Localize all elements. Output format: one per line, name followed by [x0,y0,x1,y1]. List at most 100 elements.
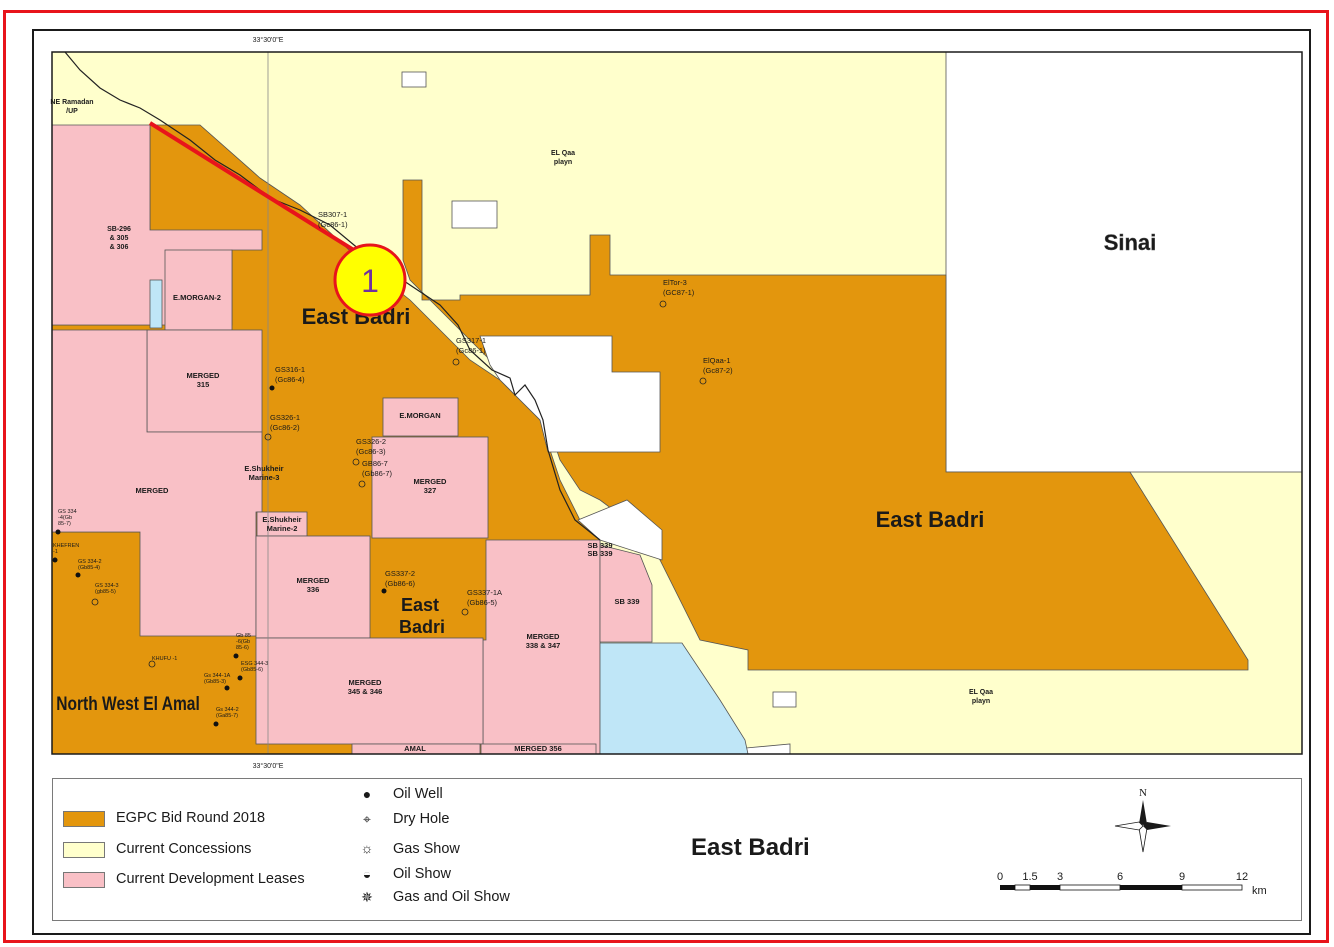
scale-tick: 0 [997,871,1003,883]
legend-label-bid-round: EGPC Bid Round 2018 [116,810,266,826]
legend-label-dry-hole: Dry Hole [393,811,450,827]
well-label-khufu: KHUFU -1 [152,656,177,662]
annotation-line [148,121,362,256]
label-north-west-el-amal: North West El Amal [56,693,200,715]
well-khefren[interactable] [52,557,58,563]
well-elqaa1[interactable] [699,377,707,385]
label-ne-ramadan: NE Ramadan/UP [50,99,93,115]
well-gs337-1a[interactable] [461,608,469,616]
lease-e-shukheir-2 [256,511,308,537]
legend [52,778,1302,921]
water-strip [149,279,163,329]
east-badri-east-block [402,179,1249,671]
label-sb296: SB-296& 305& 306 [107,226,131,251]
well-symbols [91,300,707,668]
lease-sb339 [599,544,653,643]
label-merged-356: MERGED 356 [514,744,562,753]
scale-unit: km [1252,885,1267,897]
coord-label-bottom: 33°30'0"E [253,762,284,770]
well-label-eltor3: ElTor-3(GC87-1) [663,278,695,297]
gas-and-oil-show-icon: ✵ [361,889,373,905]
legend-label-dev-leases: Current Development Leases [116,871,305,887]
well-gs317[interactable] [452,358,460,366]
well-gs337-2[interactable] [381,588,387,594]
well-gs334-2[interactable] [75,572,81,578]
well-label-sb307: SB307-1(Gc86-1) [318,210,348,229]
well-gb85[interactable] [233,653,239,659]
well-khufu[interactable] [148,660,156,668]
label-merged-west: MERGED [136,486,170,495]
label-sinai: Sinai [1104,230,1157,255]
lease-merged-345-346 [255,637,484,745]
lease-merged-west [52,329,263,637]
well-gs316[interactable] [269,385,275,391]
well-label-khefren: KHEFREN-1 [53,543,79,555]
label-amal: AMAL [404,744,426,753]
water-body [599,642,749,754]
dry-hole-icon: ⌖ [363,811,371,827]
oil-show-icon: ◒ [362,866,372,882]
coord-label-top: 33°30'0"E [253,36,284,44]
blank-parcel [401,71,427,88]
map-boundary [51,51,1303,755]
legend-label-gas-show: Gas Show [393,841,460,857]
annotation-marker[interactable] [333,243,407,317]
scale-tick: 9 [1179,871,1185,883]
scale-tick: 6 [1117,871,1123,883]
legend-label-oil-well: Oil Well [393,786,443,802]
well-label-gb86-7: GB86-7(Gb86-7) [362,459,393,478]
legend-swatch-dev-leases [63,872,105,888]
legend-title: East Badri [691,834,810,861]
lease-amal [351,743,481,754]
lease-merged-356 [480,743,597,754]
scale-tick: 12 [1236,871,1248,883]
well-label-elqaa1: ElQaa-1(Gc87-2) [703,356,733,375]
blank-parcel [772,691,797,708]
legend-label-oil-show: Oil Show [393,866,452,882]
well-label-gs334-2: GS 334-2(Gb85-4) [78,559,102,571]
label-e-morgan-2: E.MORGAN-2 [173,293,221,302]
blank-parcel [451,200,498,229]
label-sb339: SB 339 [614,597,639,606]
legend-swatch-concessions [63,842,105,858]
lease-e-morgan-2 [164,249,233,331]
oil-well-icon: ● [362,786,372,802]
annotation-marker-number: 1 [361,263,379,299]
well-label-esg344-3: ESG 344-3(Gb85-6) [241,661,268,673]
well-gs334-3[interactable] [91,598,99,606]
sinai-area [945,52,1302,473]
well-label-gs326-1: GS326-1(Gc86-2) [270,413,300,432]
oil-well-symbols [52,385,387,727]
well-label-gs337-1a: GS337-1A(Gb86-5) [467,588,502,607]
well-gs344-1a[interactable] [224,685,230,691]
well-gs334[interactable] [55,529,61,535]
well-gb86-7[interactable] [358,480,366,488]
well-label-gs337-2: GS337-2(Gb86-6) [385,569,416,588]
well-esg344-3[interactable] [237,675,243,681]
well-gs326-2[interactable] [352,458,360,466]
annotation-outer-frame [3,10,1329,943]
well-gs326-1[interactable] [264,433,272,441]
scale-tick: 3 [1057,871,1063,883]
scale-bar: 0 1.5 3 6 9 12 km [997,871,1267,897]
lease-e-morgan [382,397,459,437]
well-eltor3[interactable] [659,300,667,308]
legend-swatch-bid-round [63,811,105,827]
legend-label-gas-and-oil-show: Gas and Oil Show [393,889,510,905]
well-label-gs317: GS317-1(Gc86-1) [456,336,486,355]
label-east-badri-east: East Badri [876,507,985,532]
well-gs344-2[interactable] [213,721,219,727]
